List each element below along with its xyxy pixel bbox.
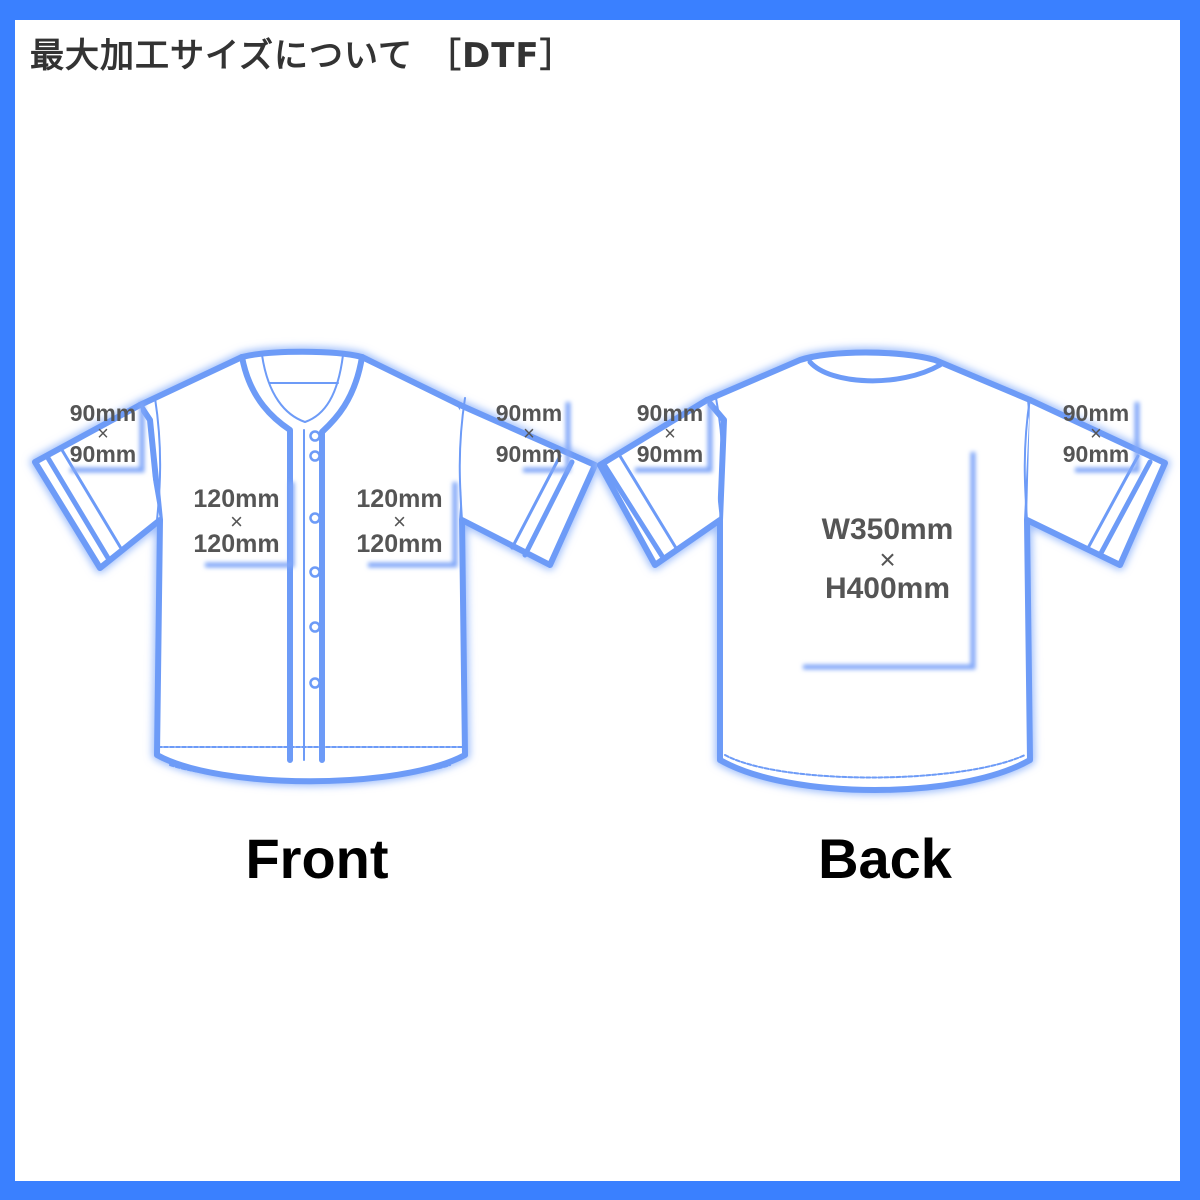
back-print-areas [635,402,1140,670]
front-label: Front [245,827,389,890]
front-buttons [309,430,321,689]
back-body-dimension: W350mm × H400mm [821,513,954,606]
back-right-sleeve-dimension: 90mm × 90mm [1062,400,1130,467]
back-label: Back [818,827,952,890]
front-left-chest-dimension: 120mm × 120mm [193,485,280,558]
back-left-sleeve-dimension: 90mm × 90mm [636,400,704,467]
title-tag: ［DTF］ [426,36,575,76]
front-left-sleeve-dimension: 90mm × 90mm [69,400,137,467]
front-shirt-outline [30,346,600,787]
front-right-sleeve-dimension: 90mm × 90mm [495,400,563,467]
button-icon [309,677,321,689]
page-title: 最大加工サイズについて ［DTF］ [30,28,575,77]
front-print-areas [70,402,571,568]
button-icon [309,430,321,442]
back-shirt-outline [595,347,1170,795]
front-right-chest-dimension: 120mm × 120mm [356,485,443,558]
button-icon [309,566,321,578]
button-icon [309,621,321,633]
title-text: 最大加工サイズについて [30,36,413,76]
button-icon [309,450,321,462]
button-icon [309,512,321,524]
